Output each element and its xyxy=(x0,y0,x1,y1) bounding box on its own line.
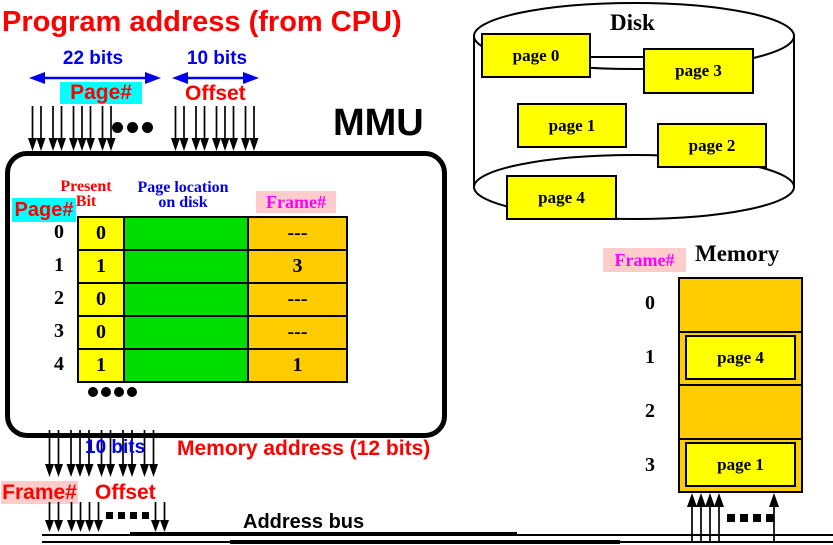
table-row: 1 1 xyxy=(77,348,348,383)
address-bus-label: Address bus xyxy=(243,511,365,533)
memory-page: page 1 xyxy=(685,442,796,487)
offset-bits-span-arrow-icon xyxy=(172,72,259,84)
memory-frame xyxy=(680,333,801,386)
offset-label-bottom: Offset xyxy=(95,481,156,504)
table-row: 0 --- xyxy=(77,216,348,251)
disk-page: page 3 xyxy=(643,48,754,94)
disk-location-cell xyxy=(123,282,249,317)
frame-cell: 3 xyxy=(247,249,348,284)
table-row: 1 3 xyxy=(77,249,348,284)
memory-frame-number: 0 xyxy=(645,292,655,314)
disk-page: page 1 xyxy=(517,103,627,148)
frame-cell: --- xyxy=(247,282,348,317)
table-ellipsis-dot xyxy=(101,387,111,397)
disk-location-cell xyxy=(123,216,249,251)
disk-location-cell xyxy=(123,348,249,383)
memory-ellipsis-dot xyxy=(727,514,735,522)
present-bit-cell: 1 xyxy=(77,249,125,284)
memory-frame-number: 3 xyxy=(645,454,655,476)
memory-bus-arrows-icon xyxy=(687,493,724,541)
memory-address-label: Memory address (12 bits) xyxy=(177,437,431,460)
disk-page: page 2 xyxy=(657,123,767,168)
page-table: 0 --- 1 3 0 --- 0 --- 1 1 xyxy=(77,216,348,383)
offset-bit-arrows-icon xyxy=(171,106,259,151)
address-bus-line-thick xyxy=(130,532,517,536)
present-bit-cell: 0 xyxy=(77,315,125,350)
disk-location-cell xyxy=(123,249,249,284)
memory-frame-number: 1 xyxy=(645,346,655,368)
present-bit-header: Present Bit xyxy=(60,178,112,210)
disk-label: Disk xyxy=(610,10,655,35)
page-row-number: 1 xyxy=(54,254,64,276)
offset-bits-label: 10 bits xyxy=(186,48,248,69)
page-bits-label: 22 bits xyxy=(62,48,124,69)
table-row: 0 --- xyxy=(77,315,348,350)
page-location-header: Page location on disk xyxy=(137,179,229,211)
memory-address-arrows-icon xyxy=(45,430,158,477)
disk-location-cell xyxy=(123,315,249,350)
frame-number-header: Frame# xyxy=(256,191,336,213)
memory-label: Memory xyxy=(695,241,780,266)
ellipsis-dot xyxy=(142,122,153,133)
bus-arrows-left2-icon xyxy=(151,502,169,532)
memory-bits-label: 10 bits xyxy=(85,437,146,458)
bus-ellipsis-dot xyxy=(130,512,137,519)
memory-ellipsis-dot xyxy=(753,514,761,522)
page-row-number: 0 xyxy=(54,221,64,243)
memory-frame-number: 2 xyxy=(645,400,655,422)
frame-number-label: Frame# xyxy=(1,481,78,504)
page-col-header: Page# xyxy=(12,198,76,222)
present-bit-cell: 0 xyxy=(77,282,125,317)
memory-frame-header: Frame# xyxy=(603,248,686,272)
memory-bus-arrow-single-icon xyxy=(769,493,779,541)
page-bit-arrows-icon xyxy=(28,106,116,151)
address-bus-line-thick xyxy=(230,540,620,544)
bus-ellipsis-dot xyxy=(106,512,113,519)
mmu-box xyxy=(5,151,447,438)
frame-cell: 1 xyxy=(247,348,348,383)
page-bits-span-arrow-icon xyxy=(29,72,161,84)
frame-cell: --- xyxy=(247,315,348,350)
mmu-label: MMU xyxy=(333,102,424,144)
ellipsis-dot xyxy=(127,122,138,133)
memory-frame xyxy=(680,386,801,440)
frame-cell: --- xyxy=(247,216,348,251)
table-ellipsis-dot xyxy=(127,387,137,397)
page-row-number: 3 xyxy=(54,320,64,342)
memory-frame xyxy=(680,279,801,333)
memory-page: page 4 xyxy=(685,335,796,380)
memory-ellipsis-dot xyxy=(766,514,774,522)
table-ellipsis-dot xyxy=(114,387,124,397)
offset-label: Offset xyxy=(185,82,246,105)
bus-arrows-left-icon xyxy=(45,502,103,532)
page-title: Program address (from CPU) xyxy=(2,6,402,38)
table-row: 0 --- xyxy=(77,282,348,317)
memory-ellipsis-dot xyxy=(740,514,748,522)
bus-ellipsis-dot xyxy=(118,512,125,519)
disk-page: page 4 xyxy=(506,175,617,220)
disk-page: page 0 xyxy=(481,33,591,78)
page-number-label: Page# xyxy=(60,82,142,104)
present-bit-cell: 1 xyxy=(77,348,125,383)
present-bit-cell: 0 xyxy=(77,216,125,251)
page-row-number: 2 xyxy=(54,287,64,309)
table-ellipsis-dot xyxy=(88,387,98,397)
ellipsis-dot xyxy=(112,122,123,133)
page-row-number: 4 xyxy=(54,353,64,375)
bus-ellipsis-dot xyxy=(142,512,149,519)
